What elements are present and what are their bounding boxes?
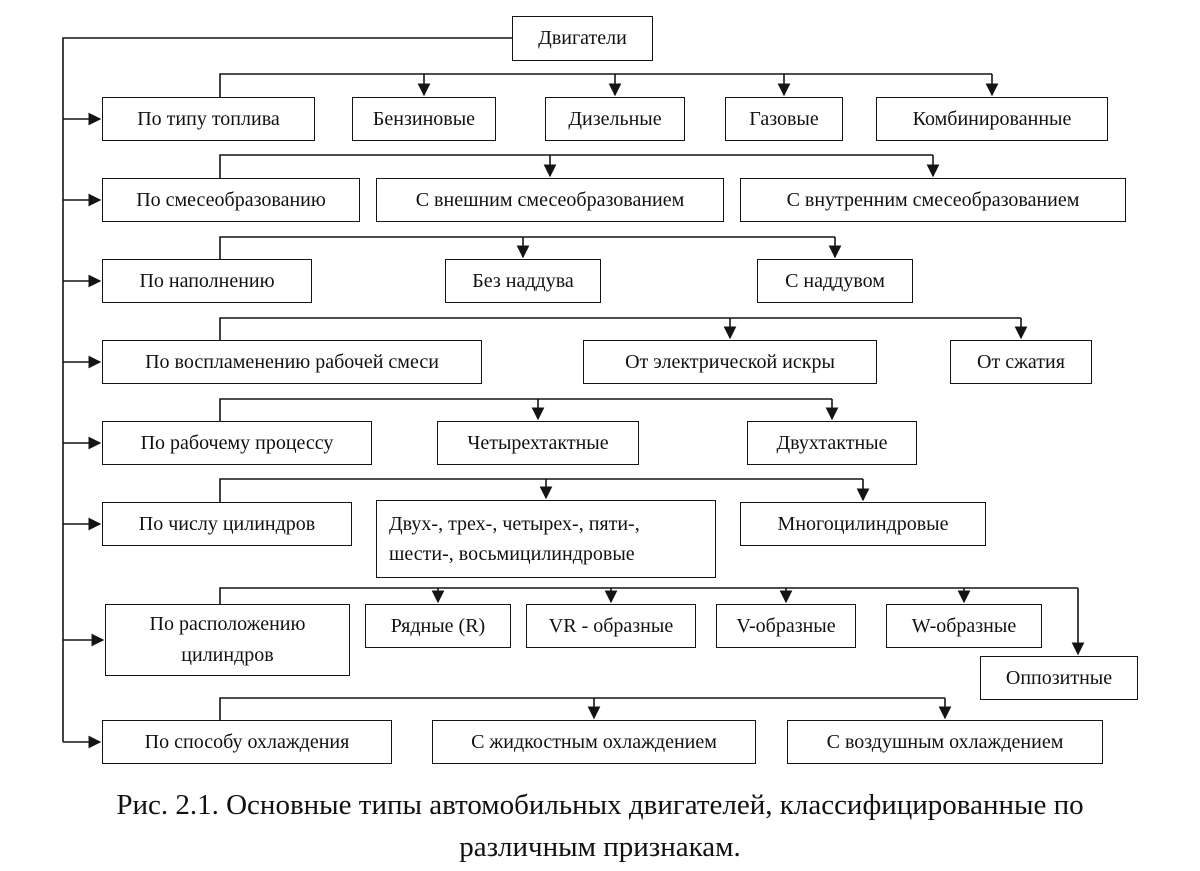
category-mixture-formation: По смесеобразованию <box>102 178 360 222</box>
type-four-stroke: Четырехтактные <box>437 421 639 465</box>
figure-caption: Рис. 2.1. Основные типы автомобильных дв… <box>0 784 1200 868</box>
type-v-shaped: V-образные <box>716 604 856 648</box>
type-diesel: Дизельные <box>545 97 685 141</box>
type-external-mixture: С внешним смесеобразованием <box>376 178 724 222</box>
node-engines: Двигатели <box>512 16 653 61</box>
type-compression-ignition: От сжатия <box>950 340 1092 384</box>
category-working-cycle: По рабочему процессу <box>102 421 372 465</box>
type-internal-mixture: С внутренним смесеобразованием <box>740 178 1126 222</box>
figure-caption-line2: различным признакам. <box>459 831 741 864</box>
type-supercharged: С наддувом <box>757 259 913 303</box>
type-multi-cylinder: Многоцилиндровые <box>740 502 986 546</box>
type-petrol: Бензиновые <box>352 97 496 141</box>
category-charging: По наполнению <box>102 259 312 303</box>
category-cooling: По способу охлаждения <box>102 720 392 764</box>
type-spark-ignition: От электрической искры <box>583 340 877 384</box>
category-cylinder-layout: По расположению цилиндров <box>105 604 350 676</box>
type-gas: Газовые <box>725 97 843 141</box>
type-inline: Рядные (R) <box>365 604 511 648</box>
type-boxer: Оппозитные <box>980 656 1138 700</box>
category-fuel-type: По типу топлива <box>102 97 315 141</box>
type-two-to-eight-cylinder: Двух-, трех-, четырех-, пяти-, шести-, в… <box>376 500 716 578</box>
type-two-stroke: Двухтактные <box>747 421 917 465</box>
type-naturally-aspirated: Без наддува <box>445 259 601 303</box>
type-w-shaped: W-образные <box>886 604 1042 648</box>
figure-caption-line1: Рис. 2.1. Основные типы автомобильных дв… <box>116 789 1084 821</box>
category-ignition: По воспламенению рабочей смеси <box>102 340 482 384</box>
type-liquid-cooled: С жидкостным охлаждением <box>432 720 756 764</box>
type-air-cooled: С воздушным охлаждением <box>787 720 1103 764</box>
type-combined: Комбинированные <box>876 97 1108 141</box>
spine-line <box>62 37 512 742</box>
category-cylinder-count: По числу цилиндров <box>102 502 352 546</box>
type-vr-shaped: VR - образные <box>526 604 696 648</box>
